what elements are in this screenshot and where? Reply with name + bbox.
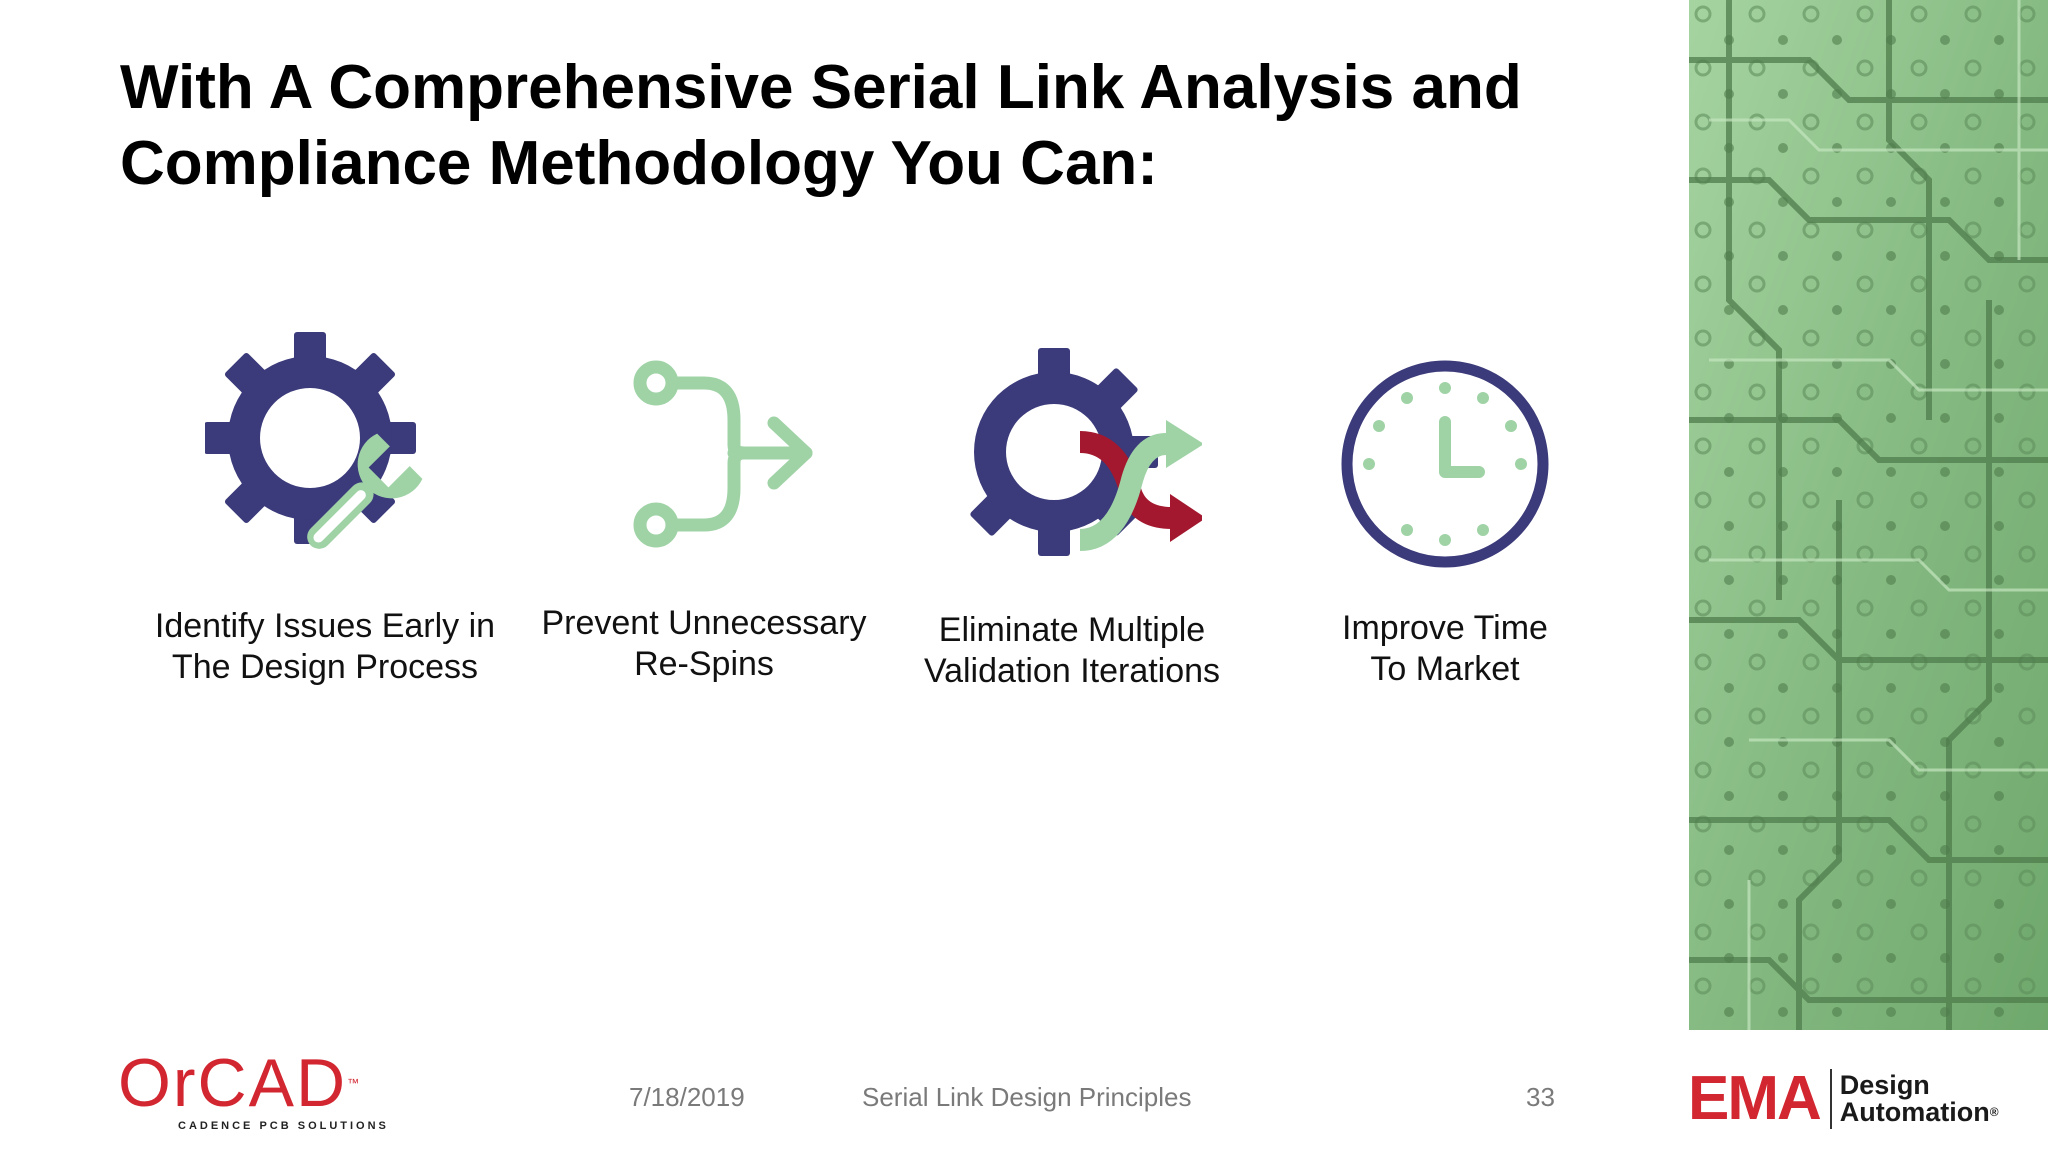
orcad-logo: OrCAD™ CADENCE PCB SOLUTIONS: [118, 1045, 389, 1132]
footer-presentation-title: Serial Link Design Principles: [862, 1082, 1192, 1112]
trademark-symbol: ™: [347, 1076, 362, 1090]
slide-title-line-2: Compliance Methodology You Can:: [120, 129, 1158, 198]
slide-title: With A Comprehensive Serial Link Analysi…: [120, 50, 1620, 202]
clock-icon: [1341, 360, 1549, 568]
ema-wordmark: EMA: [1688, 1064, 1822, 1133]
ema-logo: EMA Design Automation®: [1688, 1068, 1999, 1130]
footer-date: 7/18/2019: [629, 1082, 745, 1112]
feature-time-to-market: Improve Time To Market: [1265, 352, 1625, 690]
feature-eliminate-iterations: Eliminate Multiple Validation Iterations: [892, 340, 1252, 692]
circuit-board-image: [1689, 0, 2048, 1030]
orcad-tagline: CADENCE PCB SOLUTIONS: [178, 1120, 389, 1132]
feature-label: Identify Issues Early in The Design Proc…: [154, 607, 496, 686]
slide-number: 33: [1526, 1082, 1555, 1112]
feature-label: Improve Time To Market: [1342, 609, 1548, 688]
logo-divider: [1829, 1069, 1832, 1129]
feature-prevent-respins: Prevent Unnecessary Re-Spins: [524, 345, 884, 685]
feature-label: Eliminate Multiple Validation Iterations: [923, 611, 1221, 690]
gear-wrench-icon: [205, 332, 423, 549]
feature-label: Prevent Unnecessary Re-Spins: [541, 604, 867, 683]
slide-title-line-1: With A Comprehensive Serial Link Analysi…: [120, 53, 1522, 122]
registered-symbol: ®: [1989, 1105, 1999, 1119]
merge-arrow-icon: [633, 360, 813, 548]
ema-tagline: Design Automation®: [1839, 1070, 1999, 1127]
feature-identify-issues: Identify Issues Early in The Design Proc…: [145, 330, 505, 688]
orcad-wordmark: OrCAD: [118, 1045, 348, 1121]
gear-shuffle-icon: [970, 348, 1202, 556]
